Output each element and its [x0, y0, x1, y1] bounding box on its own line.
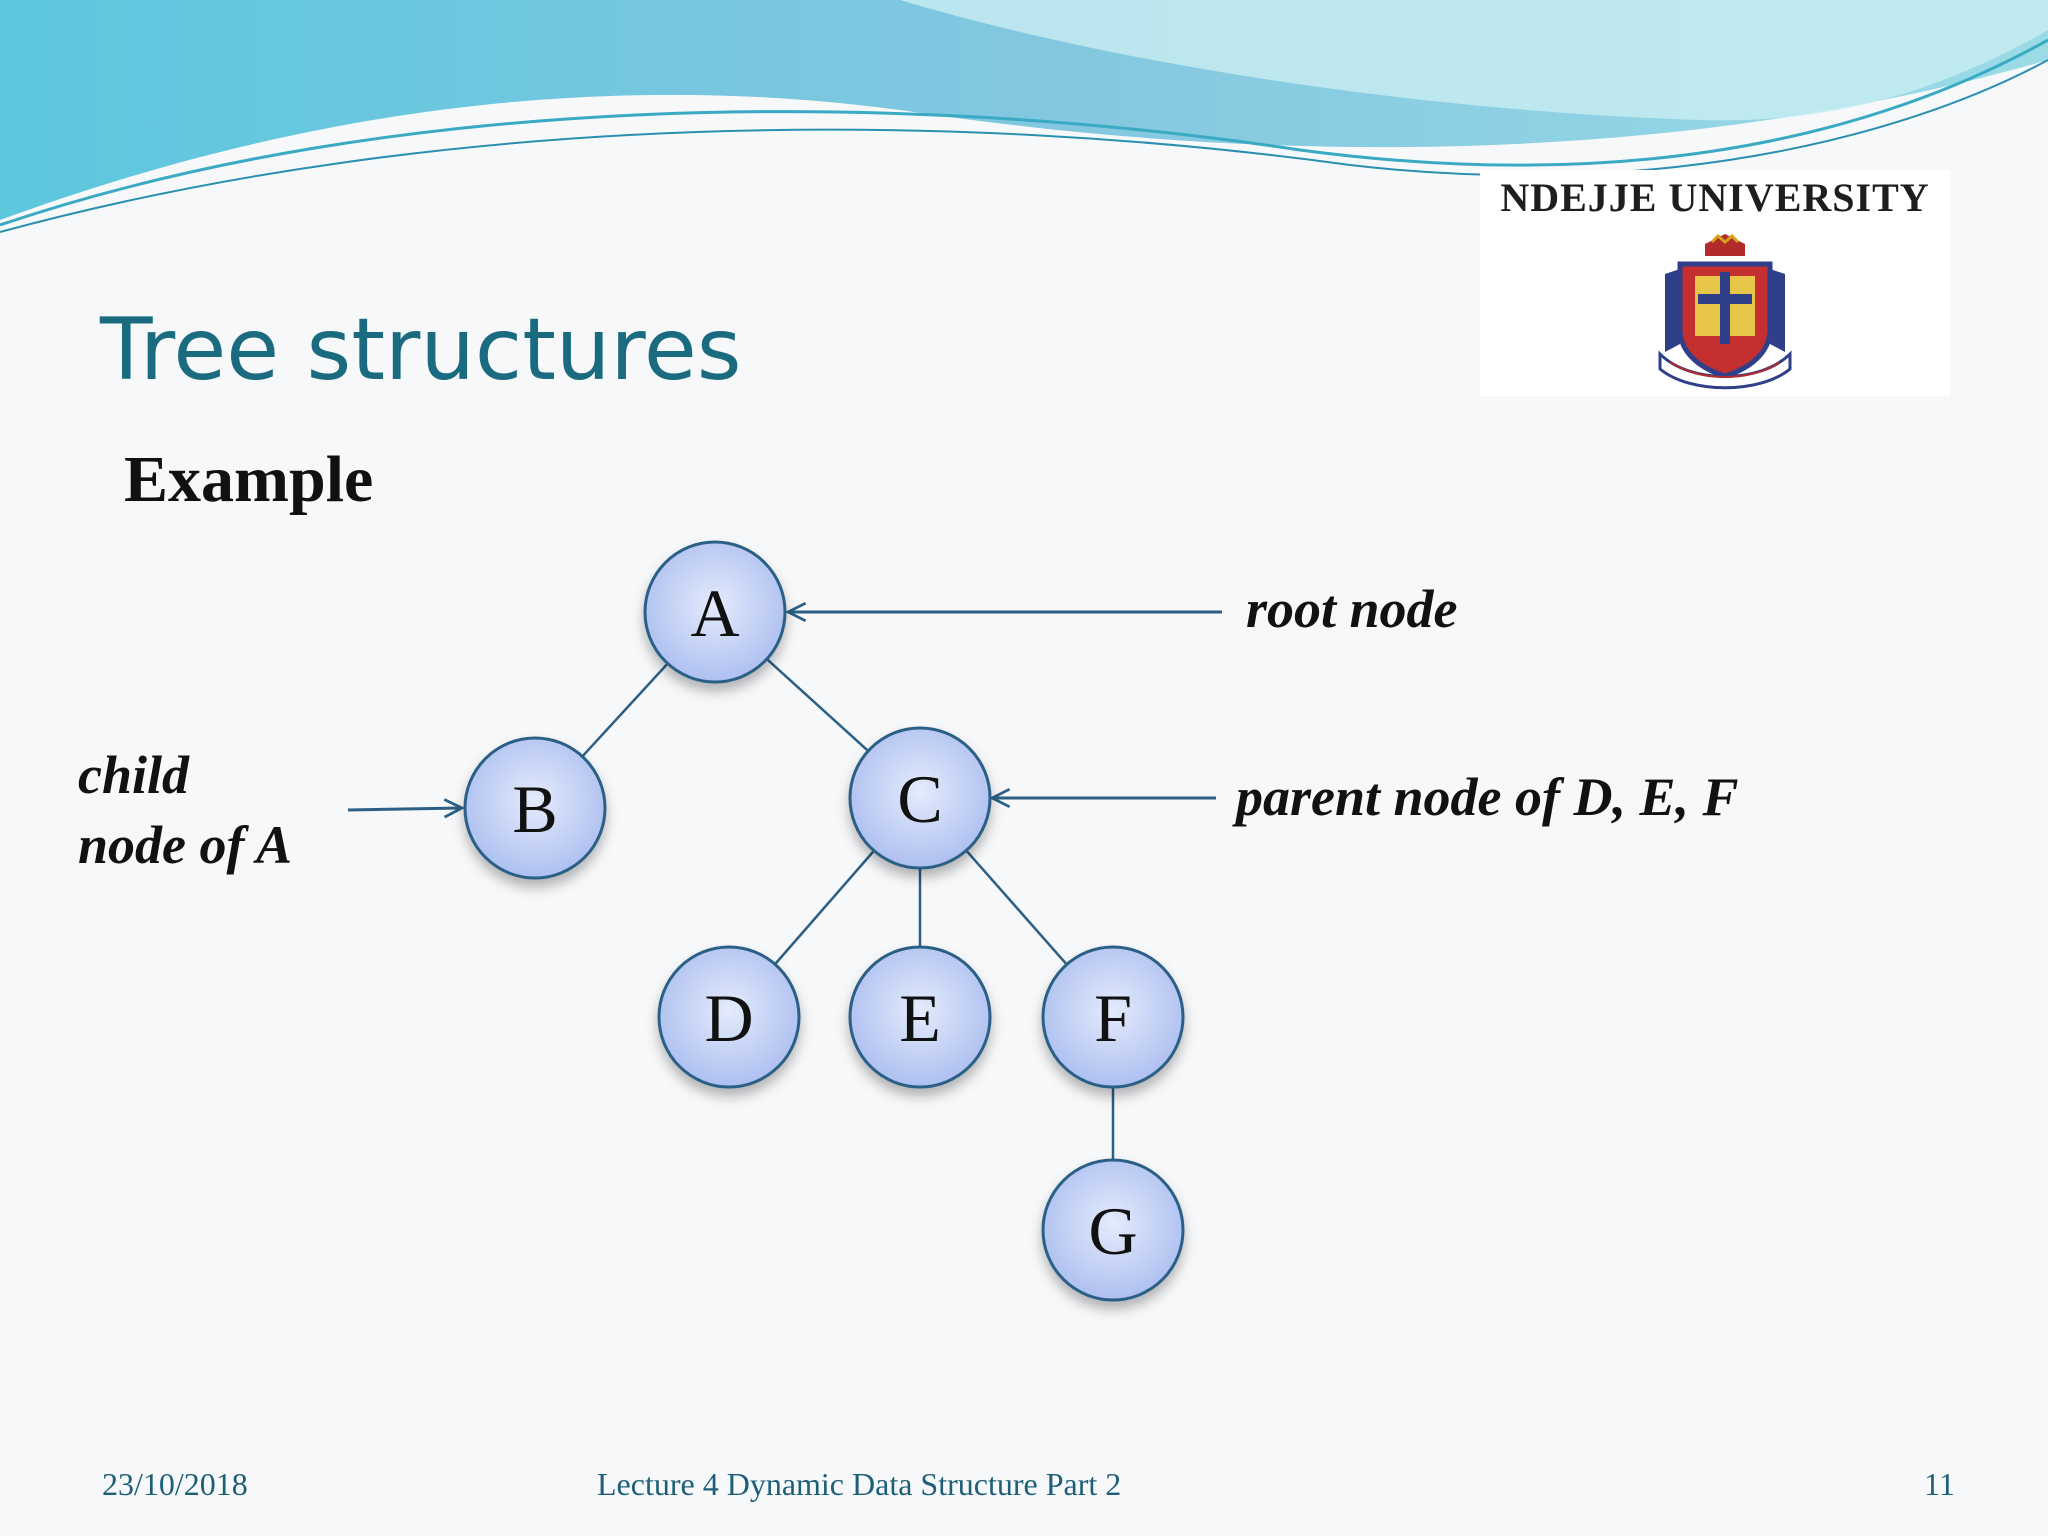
- tree-node-label-C: C: [897, 761, 942, 837]
- child-node-label-line2: node of A: [78, 815, 292, 875]
- footer-lecture-title: Lecture 4 Dynamic Data Structure Part 2: [597, 1466, 1122, 1502]
- slide-subtitle: Example: [124, 443, 374, 516]
- root-node-label: root node: [1246, 579, 1458, 639]
- parent-node-label: parent node of D, E, F: [1236, 767, 1739, 827]
- edge-A-B: [581, 662, 669, 758]
- footer-date: 23/10/2018: [102, 1466, 248, 1502]
- tree-node-G: G: [1041, 1158, 1185, 1302]
- tree-node-circle-D: [657, 945, 801, 1089]
- tree-node-label-E: E: [899, 980, 941, 1056]
- tree-node-C: C: [848, 726, 992, 870]
- tree-node-circle-F: [1041, 945, 1185, 1089]
- tree-node-A: A: [643, 540, 787, 684]
- tree-node-label-G: G: [1088, 1193, 1137, 1269]
- child-node-label-line1: child: [78, 745, 190, 805]
- tree-node-label-F: F: [1094, 980, 1132, 1056]
- tree-node-label-A: A: [690, 575, 739, 651]
- tree-node-E: E: [848, 945, 992, 1089]
- tree-node-circle-A: [643, 540, 787, 684]
- edge-C-F: [965, 849, 1068, 966]
- tree-node-circle-B: [463, 736, 607, 880]
- edge-A-C: [766, 658, 869, 752]
- university-logo: NDEJJE UNIVERSITY: [1480, 170, 1950, 396]
- university-crest-icon: [1658, 234, 1792, 390]
- footer-page-number: 11: [1924, 1466, 1955, 1502]
- edge-C-D: [774, 849, 875, 966]
- tree-node-D: D: [657, 945, 801, 1089]
- child-node-arrow: [347, 808, 462, 810]
- header-wave-decoration: [0, 0, 2048, 233]
- tree-node-B: B: [463, 736, 607, 880]
- tree-node-label-B: B: [512, 771, 557, 847]
- tree-node-F: F: [1041, 945, 1185, 1089]
- tree-node-circle-G: [1041, 1158, 1185, 1302]
- tree-node-label-D: D: [704, 980, 753, 1056]
- slide-title: Tree structures: [100, 300, 742, 400]
- tree-node-circle-C: [848, 726, 992, 870]
- tree-node-circle-E: [848, 945, 992, 1089]
- logo-text: NDEJJE UNIVERSITY: [1500, 175, 1930, 220]
- child-node-label: child node of A: [78, 740, 292, 880]
